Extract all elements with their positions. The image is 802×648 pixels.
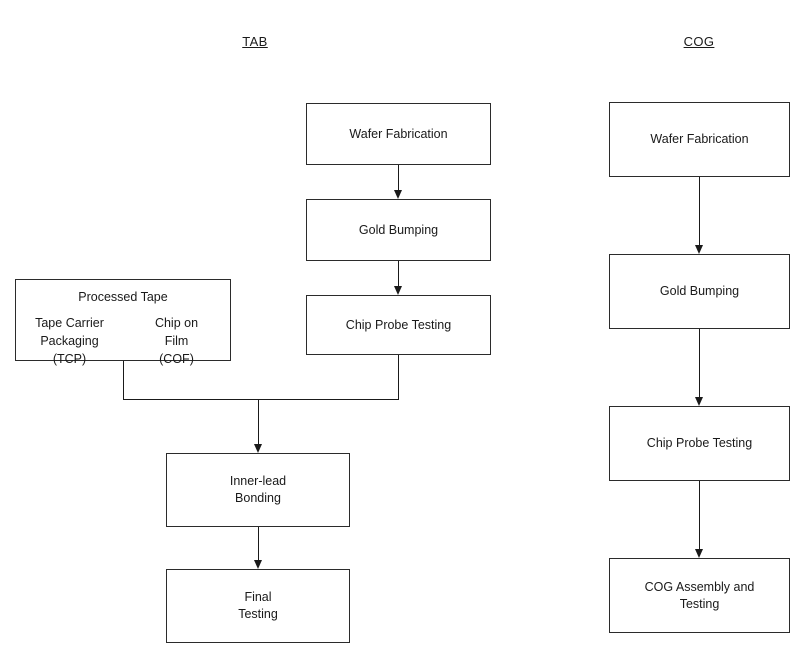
arrowhead-cog-wafer-to-gold xyxy=(694,245,703,254)
node-tab-final-testing: Final Testing xyxy=(166,569,350,643)
connector-processed-tape-to-merge xyxy=(123,361,124,400)
node-cog-gold-bumping: Gold Bumping xyxy=(609,254,790,329)
connector-tab-gold-to-probe xyxy=(398,261,399,286)
node-tab-wafer-fabrication: Wafer Fabrication xyxy=(306,103,491,165)
arrowhead-tab-wafer-to-gold xyxy=(393,190,402,199)
node-tab-gold-bumping: Gold Bumping xyxy=(306,199,491,261)
processed-tape-title: Processed Tape xyxy=(78,290,168,304)
arrowhead-merge-to-inner-lead xyxy=(253,444,262,453)
node-tab-inner-lead-bonding: Inner-lead Bonding xyxy=(166,453,350,527)
processed-tape-options: Tape Carrier Packaging (TCP) Chip on Fil… xyxy=(16,314,230,368)
connector-cog-wafer-to-gold xyxy=(699,177,700,245)
node-cog-wafer-fabrication: Wafer Fabrication xyxy=(609,102,790,177)
processed-tape-option-cof: Chip on Film (COF) xyxy=(154,315,199,367)
connector-merge-to-inner-lead xyxy=(258,399,259,444)
arrowhead-cog-gold-to-probe xyxy=(694,397,703,406)
processed-tape-option-tcp: Tape Carrier Packaging (TCP) xyxy=(35,315,104,367)
column-heading-cog: COG xyxy=(683,34,715,49)
arrowhead-cog-probe-to-assembly xyxy=(694,549,703,558)
node-cog-chip-probe-testing: Chip Probe Testing xyxy=(609,406,790,481)
connector-cog-gold-to-probe xyxy=(699,329,700,397)
connector-cog-probe-to-assembly xyxy=(699,481,700,549)
node-tab-chip-probe-testing: Chip Probe Testing xyxy=(306,295,491,355)
connector-merge-bus xyxy=(123,399,399,400)
node-cog-assembly-and-testing: COG Assembly and Testing xyxy=(609,558,790,633)
arrowhead-tab-gold-to-probe xyxy=(393,286,402,295)
node-processed-tape: Processed Tape Tape Carrier Packaging (T… xyxy=(15,279,231,366)
connector-tab-probe-to-merge xyxy=(398,355,399,400)
connector-tab-wafer-to-gold xyxy=(398,165,399,190)
arrowhead-inner-lead-to-final xyxy=(253,560,262,569)
column-heading-tab: TAB xyxy=(242,34,268,49)
connector-inner-lead-to-final xyxy=(258,527,259,560)
